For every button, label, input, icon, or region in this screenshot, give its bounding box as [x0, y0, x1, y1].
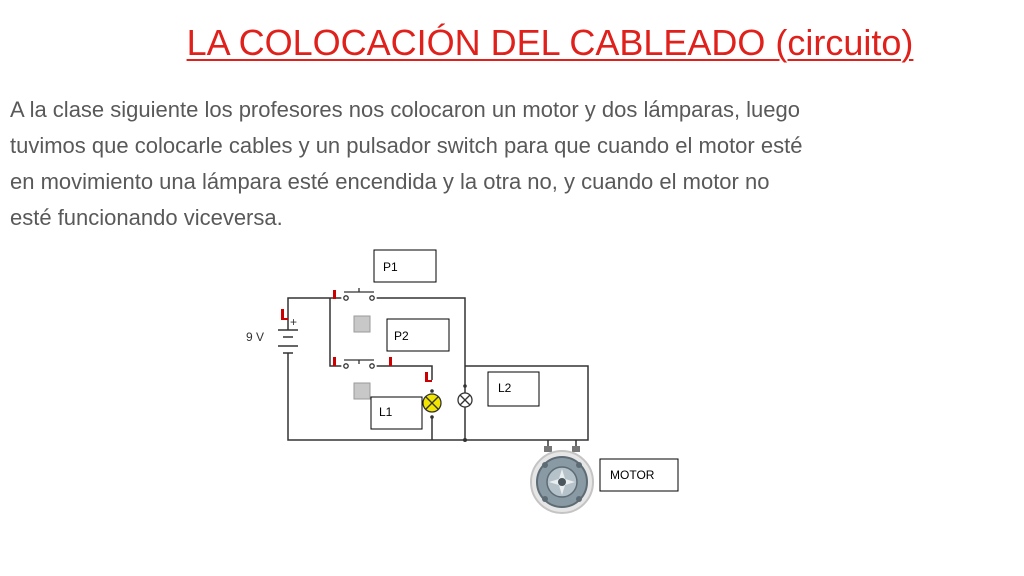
push-switch-p2 [341, 359, 377, 369]
marker [425, 380, 432, 382]
motor-symbol [530, 446, 594, 514]
paragraph-line: en movimiento una lámpara esté encendida… [10, 169, 770, 194]
label-box-l1 [370, 396, 423, 430]
label-motor: MOTOR [610, 468, 655, 482]
switch-button-square [353, 382, 371, 400]
marker [281, 318, 288, 320]
switch-button-square [353, 315, 371, 333]
lamp-l2-symbol [457, 384, 473, 442]
marker [389, 357, 392, 366]
label-box-l2 [487, 371, 540, 407]
label-l2: L2 [498, 381, 512, 395]
slide-title: LA COLOCACIÓN DEL CABLEADO (circuito) [186, 22, 914, 63]
description-paragraph: A la clase siguiente los profesores nos … [10, 92, 970, 236]
paragraph-line: esté funcionando viceversa. [10, 205, 283, 230]
label-p2: P2 [394, 329, 409, 343]
marker [281, 309, 284, 320]
wires [287, 297, 589, 452]
red-markers [281, 290, 432, 382]
battery-voltage-label: 9 V [246, 330, 264, 344]
label-box-motor [599, 458, 679, 492]
marker [333, 357, 336, 366]
label-p1: P1 [383, 260, 398, 274]
label-l1: L1 [379, 405, 393, 419]
lamp-l1-symbol [422, 389, 442, 419]
paragraph-line: tuvimos que colocarle cables y un pulsad… [10, 133, 803, 158]
marker [333, 290, 336, 299]
battery-plus-sign: + [290, 315, 297, 329]
paragraph-line: A la clase siguiente los profesores nos … [10, 97, 800, 122]
label-box-p1 [373, 249, 437, 283]
marker [425, 372, 428, 382]
push-switch-p1 [341, 288, 377, 301]
label-box-p2 [386, 318, 450, 352]
battery-symbol [278, 329, 298, 362]
